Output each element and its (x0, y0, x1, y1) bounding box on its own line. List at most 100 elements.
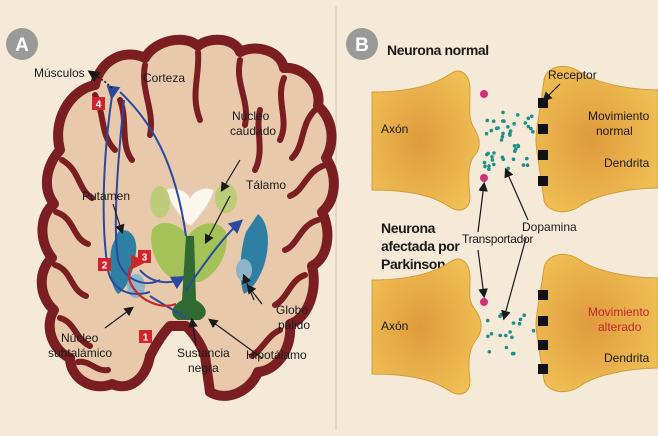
dopamine-dot (501, 157, 506, 162)
panel-a: A (6, 28, 339, 401)
badge-b-text: B (355, 35, 369, 56)
label-nucleo-subtalamico-1: Núcleo (61, 331, 99, 345)
dopamine-dot (499, 138, 504, 142)
label-globo-palido-2: pálido (278, 318, 310, 332)
label-musculos: Músculos (34, 66, 85, 80)
label-talamo: Tálamo (246, 178, 286, 192)
dopamine-dot (502, 119, 506, 123)
dopamine-dot (516, 143, 520, 148)
dopamine-dot (487, 350, 492, 354)
label-putamen: Putamen (82, 189, 130, 203)
dopamine-dot (517, 321, 522, 326)
dopamine-dot (508, 133, 512, 137)
dopamine-dot (501, 131, 505, 136)
dendrite-top (535, 65, 658, 213)
axon-terminal-bottom (371, 258, 482, 395)
label-globo-palido-1: Globo (276, 303, 308, 317)
dopamine-dot (512, 144, 517, 148)
label-axon-bottom: Axón (381, 319, 408, 333)
dopamine-dot (504, 333, 508, 338)
pathway-number-2: 2 (98, 258, 111, 272)
muscles-dashed-arrow (87, 70, 113, 89)
dopamine-dot (483, 164, 487, 169)
label-receptor: Receptor (548, 68, 597, 82)
dopamine-dot (512, 351, 516, 356)
dopamine-dot (490, 155, 494, 159)
label-transportador: Transportador (462, 232, 533, 246)
dopamine-dot (492, 151, 496, 155)
label-sustancia-negra-2: negra (188, 361, 219, 375)
dopamine-dot (508, 330, 512, 334)
caudate-right (215, 183, 237, 213)
svg-text:1: 1 (143, 333, 149, 344)
label-nucleo-subtalamico-2: subtalámico (48, 346, 112, 360)
dopamine-dot (506, 125, 510, 129)
dopamine-dot (531, 328, 536, 333)
badge-a: A (6, 28, 38, 60)
receptors-bottom (538, 290, 548, 374)
dopamine-dot (486, 334, 490, 339)
dopamine-dot (521, 163, 526, 167)
dopamine-dot (529, 114, 534, 119)
dopamine-dot (485, 152, 489, 157)
label-nucleo-caudado-2: caudado (230, 124, 276, 138)
dopamine-dot (529, 126, 533, 131)
dopamine-dot (526, 124, 531, 129)
dopamine-dot (485, 118, 490, 123)
dopamine-dot (525, 156, 529, 161)
dopamine-dot (492, 162, 496, 167)
svg-text:3: 3 (142, 253, 148, 264)
dopamine-dot (511, 157, 516, 161)
dopamine-dot (504, 345, 509, 350)
dopamine-dot (498, 314, 502, 319)
dopamine-dot (531, 129, 535, 134)
svg-text:4: 4 (96, 100, 102, 111)
dopamine-dot (525, 163, 530, 167)
label-movimiento-normal-2: normal (596, 124, 633, 138)
label-dendrita-bottom: Dendrita (604, 351, 650, 365)
dopamine-dot (487, 167, 491, 171)
axon-terminal-top (371, 70, 480, 211)
label-axon-top: Axón (381, 122, 408, 136)
globus-pallidus-right (236, 259, 252, 281)
transporter-bottom (480, 298, 488, 306)
receptors-top (538, 98, 548, 186)
label-dopamina: Dopamina (522, 220, 577, 234)
badge-a-text: A (15, 35, 29, 56)
leader-lines-a (104, 159, 263, 359)
transporter-top-1 (480, 90, 488, 98)
dopamine-dot (523, 121, 528, 125)
label-nucleo-caudado-1: Núcleo (232, 109, 270, 123)
dopamine-dot (489, 331, 494, 336)
dopamine-dot (501, 110, 505, 115)
label-hipotalamo: Hipotálamo (246, 348, 307, 362)
badge-b: B (346, 28, 378, 60)
dopamine-dot (485, 318, 490, 323)
dopamine-dot (484, 131, 489, 136)
red-pathway (127, 254, 177, 307)
label-corteza: Corteza (143, 71, 185, 85)
title-parkinson-1: Neurona (381, 220, 436, 236)
dopamine-dot (522, 313, 526, 318)
dopamine-dot (490, 158, 495, 162)
dopamine-dot (498, 333, 503, 338)
svg-text:2: 2 (102, 261, 108, 272)
dopamine-dot (491, 119, 496, 123)
dopamine-dot (511, 321, 516, 325)
pathway-number-1: 1 (139, 330, 152, 344)
dendrite-bottom (535, 253, 658, 393)
title-parkinson-3: Parkinson (381, 256, 445, 272)
dopamine-dot (482, 160, 487, 165)
dopamine-dot (526, 116, 531, 121)
dopamine-dots-top (482, 110, 535, 171)
label-movimiento-alterado-1: Movimiento (588, 305, 650, 319)
title-neurona-normal: Neurona normal (387, 42, 489, 58)
label-movimiento-normal-1: Movimiento (588, 109, 650, 123)
dopamine-dot (514, 147, 518, 151)
dopamine-dot (494, 126, 499, 131)
pathway-number-3: 3 (138, 250, 151, 264)
title-parkinson-2: afectada por (381, 238, 460, 254)
substantia-nigra (172, 236, 206, 320)
